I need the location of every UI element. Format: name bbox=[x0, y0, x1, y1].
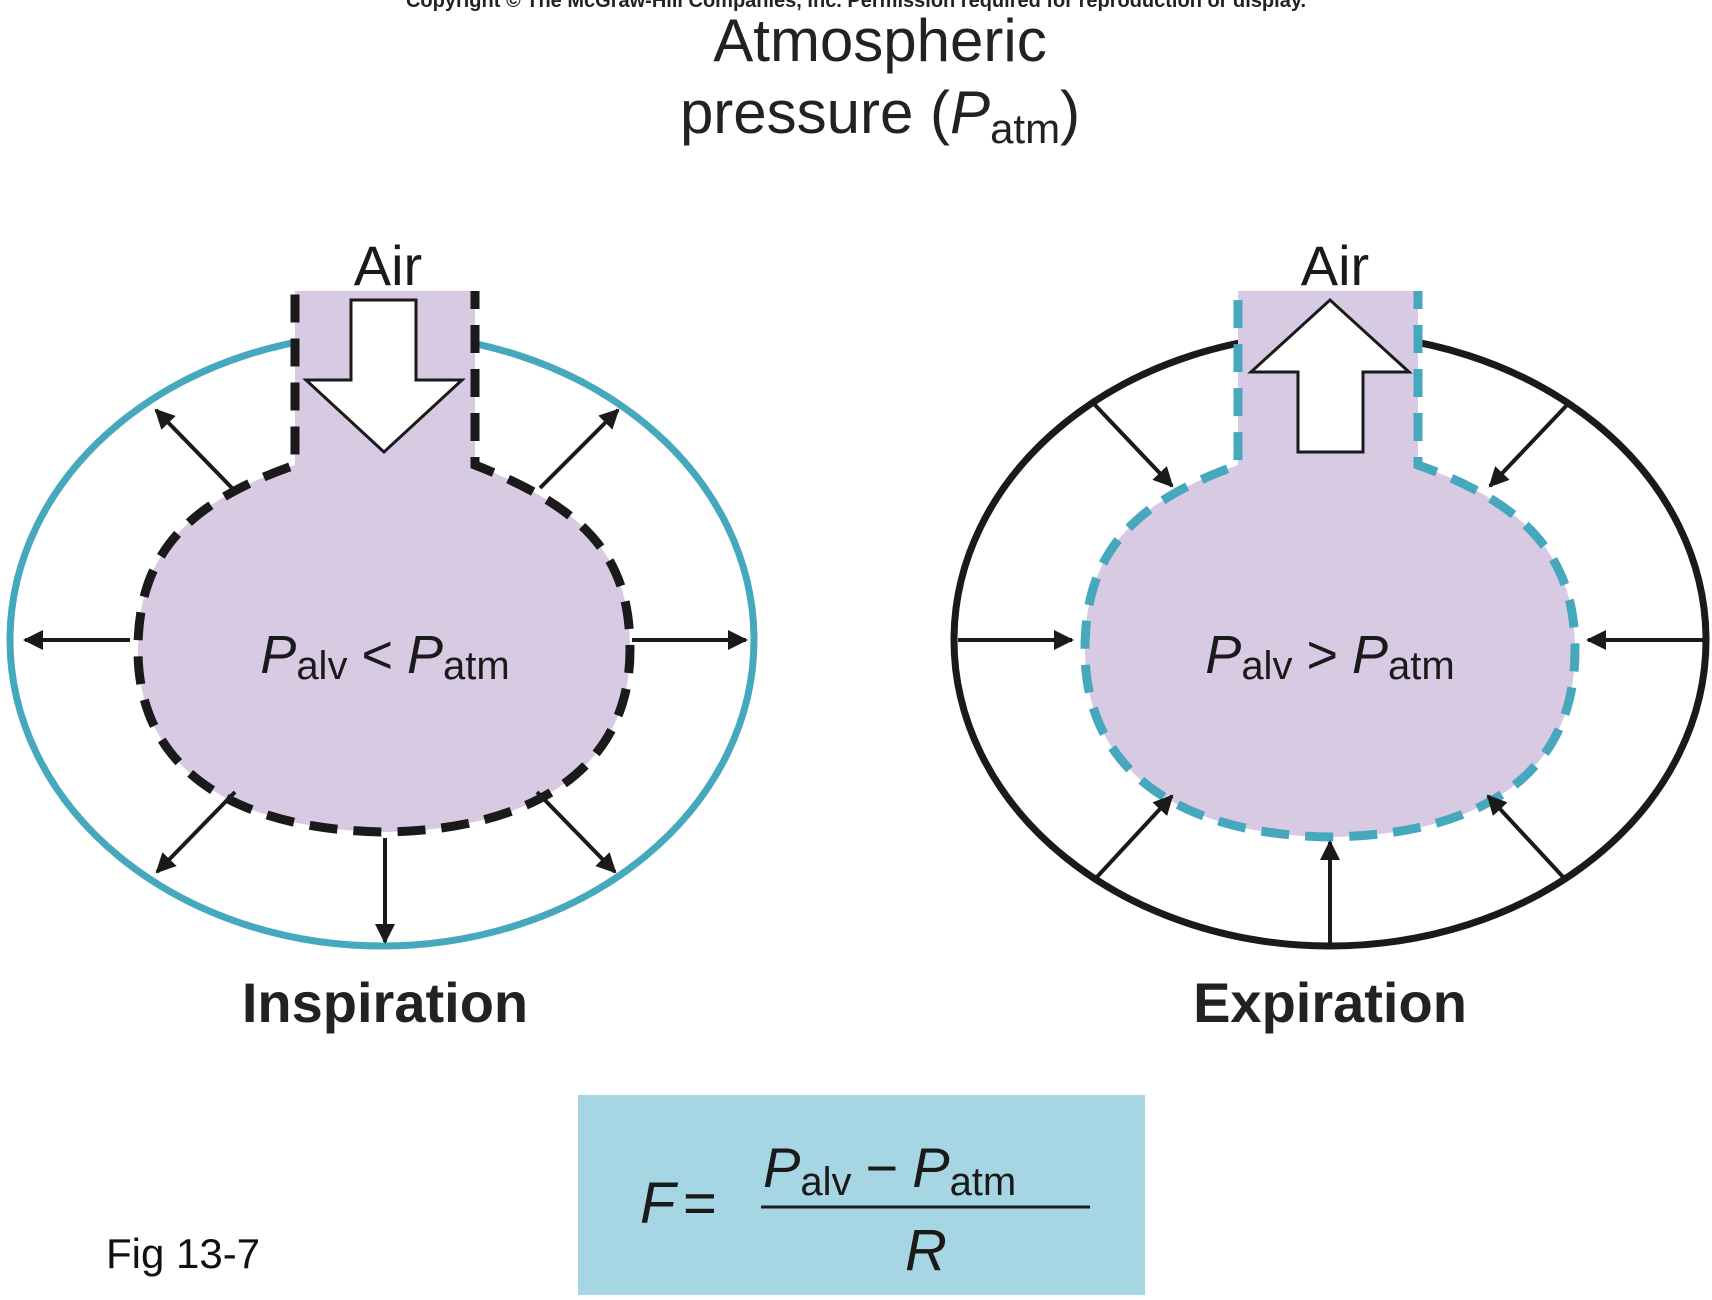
insp-left-sub: alv bbox=[296, 644, 347, 688]
exp-left-sub: alv bbox=[1241, 644, 1292, 688]
expiration-inward-arrow-upper-right bbox=[1488, 403, 1569, 488]
insp-right-sub: atm bbox=[443, 644, 510, 688]
exp-operator: > bbox=[1306, 625, 1338, 685]
inspiration-pressure-relation: Palv<Patm bbox=[260, 625, 509, 688]
formula-num-left-symbol: P bbox=[763, 1136, 800, 1199]
flow-formula-box: F = Palv−Patm R bbox=[578, 1095, 1145, 1295]
atm-title-suffix: ) bbox=[1060, 79, 1081, 146]
insp-operator: < bbox=[361, 625, 393, 685]
expiration-alveolus bbox=[1080, 280, 1580, 842]
inspiration-outward-arrow-upper-right bbox=[538, 408, 620, 490]
exp-right-sub: atm bbox=[1388, 644, 1455, 688]
atm-title-prefix: pressure ( bbox=[679, 79, 951, 146]
expiration-panel: Air Palv>Patm bbox=[950, 234, 1710, 950]
exp-right-symbol: P bbox=[1352, 625, 1388, 685]
copyright-notice: Copyright © The McGraw-Hill Companies, I… bbox=[405, 0, 1307, 12]
inspiration-air-inflow-arrow bbox=[302, 298, 466, 455]
formula-num-left-sub: alv bbox=[800, 1160, 851, 1204]
insp-right-symbol: P bbox=[407, 625, 443, 685]
figure-label: Fig 13-7 bbox=[106, 1230, 261, 1277]
inspiration-outward-arrow-lower-left bbox=[155, 790, 237, 874]
expiration-caption: Expiration bbox=[1193, 971, 1467, 1034]
expiration-pressure-relation: Palv>Patm bbox=[1205, 625, 1454, 688]
atm-title-symbol: P bbox=[950, 79, 991, 146]
inspiration-alveolus bbox=[133, 280, 635, 837]
atm-title-subscript: atm bbox=[990, 105, 1061, 152]
insp-left-symbol: P bbox=[260, 625, 296, 685]
exp-left-symbol: P bbox=[1205, 625, 1241, 685]
inspiration-panel: Air Palv<Patm bbox=[6, 234, 758, 950]
inspiration-air-label: Air bbox=[354, 234, 422, 297]
formula-denominator: R bbox=[905, 1218, 947, 1283]
inspiration-outward-arrow-upper-left bbox=[154, 408, 234, 490]
formula-num-right-sub: atm bbox=[950, 1160, 1017, 1204]
expiration-air-label: Air bbox=[1301, 234, 1369, 297]
formula-num-right-symbol: P bbox=[912, 1136, 949, 1199]
expiration-inward-arrow-lower-left bbox=[1094, 794, 1174, 880]
atm-title-line2: pressure (Patm) bbox=[640, 77, 1120, 165]
inspiration-caption: Inspiration bbox=[241, 971, 529, 1034]
formula-equals: = bbox=[683, 1171, 717, 1236]
formula-numerator: Palv−Patm bbox=[763, 1136, 1016, 1204]
flow-formula: F = Palv−Patm R bbox=[640, 1136, 1090, 1283]
expiration-air-outflow-arrow bbox=[1247, 297, 1413, 454]
inspiration-outward-arrow-lower-right bbox=[535, 790, 617, 874]
atm-title-line1: Atmospheric bbox=[713, 7, 1047, 74]
expiration-inward-arrow-lower-right bbox=[1486, 794, 1566, 880]
formula-minus: − bbox=[866, 1136, 899, 1199]
atmospheric-pressure-label: Atmospheric pressure (Patm) bbox=[640, 5, 1120, 165]
formula-lhs: F bbox=[640, 1171, 679, 1236]
expiration-inward-arrow-upper-left bbox=[1093, 403, 1174, 488]
